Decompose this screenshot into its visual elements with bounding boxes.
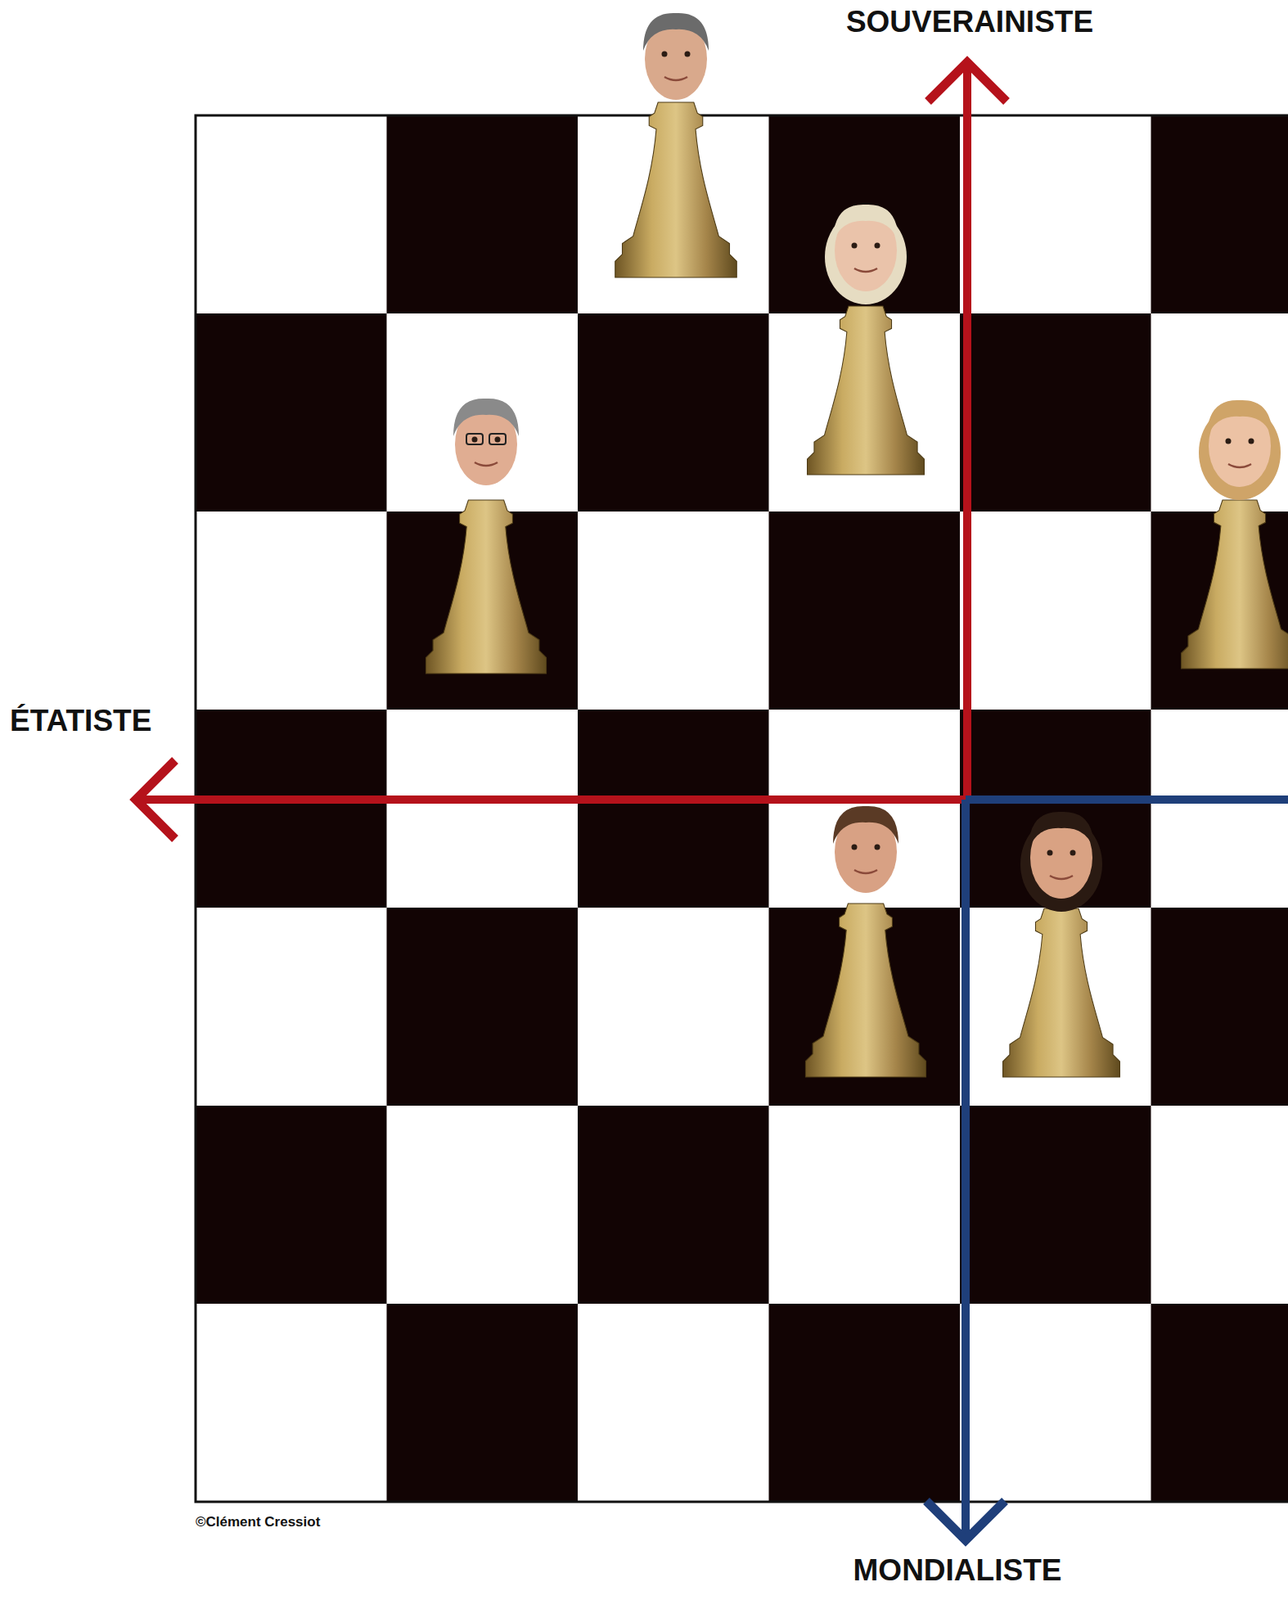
board-square xyxy=(387,1105,579,1305)
hair xyxy=(833,806,899,844)
board-square xyxy=(769,115,961,315)
board-square xyxy=(195,907,388,1107)
pawn-figure xyxy=(807,204,925,475)
board-border xyxy=(195,115,1288,1502)
board-square xyxy=(195,115,388,315)
eye xyxy=(662,51,668,58)
axis-label: ÉTATISTE xyxy=(9,705,152,736)
board-square xyxy=(959,313,1152,513)
copyright-note: ©Clément Cressiot xyxy=(195,1514,320,1529)
arrow-head xyxy=(927,62,1007,102)
board-square xyxy=(577,709,770,909)
mouth xyxy=(1049,875,1073,879)
board-square xyxy=(195,511,388,711)
board-square xyxy=(769,709,961,909)
eye xyxy=(1225,438,1232,445)
hair xyxy=(643,13,709,51)
board-square xyxy=(1151,1303,1288,1503)
pawn-body xyxy=(807,306,925,475)
pawn-body xyxy=(1181,499,1288,669)
eye xyxy=(495,436,501,443)
pawn-figure xyxy=(615,13,737,278)
axis-line xyxy=(963,65,972,800)
board-square xyxy=(1151,907,1288,1107)
mouth xyxy=(474,462,498,466)
pawns xyxy=(425,13,1288,1077)
eye xyxy=(1248,438,1255,445)
pawn-body xyxy=(615,102,737,278)
board-square xyxy=(769,1105,961,1305)
board-square xyxy=(577,1303,770,1503)
glasses xyxy=(466,433,483,445)
board-square xyxy=(195,1303,388,1503)
board-square xyxy=(387,907,579,1107)
axis-line xyxy=(961,799,970,1539)
pawn-body xyxy=(1003,908,1121,1077)
arrow-head xyxy=(135,760,176,839)
board-square xyxy=(959,511,1152,711)
board-square xyxy=(959,907,1152,1107)
eye xyxy=(874,243,881,249)
arrow-head xyxy=(926,1500,1005,1541)
board-square xyxy=(387,1303,579,1503)
axis-line xyxy=(135,795,972,804)
board-square xyxy=(959,115,1152,315)
board-square xyxy=(577,313,770,513)
mouth xyxy=(1228,463,1252,468)
board-square xyxy=(959,709,1152,909)
glasses xyxy=(489,433,506,445)
pawn-body xyxy=(425,499,546,674)
board-square xyxy=(959,1105,1152,1305)
eye xyxy=(1047,850,1054,856)
eye xyxy=(1070,850,1077,856)
axis-label: SOUVERAINISTE xyxy=(846,6,1094,37)
mouth xyxy=(854,268,878,272)
hair xyxy=(453,398,519,437)
board-square xyxy=(577,511,770,711)
board-square xyxy=(195,313,388,513)
board-square xyxy=(577,1105,770,1305)
board-square xyxy=(1151,709,1288,909)
board-square xyxy=(195,709,388,909)
board xyxy=(195,115,1288,1503)
eye xyxy=(684,51,691,58)
pawn-body xyxy=(805,903,926,1077)
pawn-figure xyxy=(805,806,926,1077)
board-square xyxy=(1151,313,1288,513)
board-square xyxy=(387,709,579,909)
board-square xyxy=(769,511,961,711)
mouth xyxy=(854,869,878,874)
hair xyxy=(1206,400,1273,438)
axes xyxy=(135,62,1288,1541)
hair xyxy=(1028,811,1095,850)
eye xyxy=(851,844,858,851)
board-square xyxy=(1151,1105,1288,1305)
board-square xyxy=(959,1303,1152,1503)
hair xyxy=(833,204,899,243)
board-square xyxy=(769,1303,961,1503)
pawn-figure xyxy=(425,398,546,674)
board-square xyxy=(577,907,770,1107)
axis-line xyxy=(965,795,1288,804)
board-square xyxy=(1151,115,1288,315)
axis-label: MONDIALISTE xyxy=(853,1554,1063,1586)
board-square xyxy=(387,313,579,513)
pawn-figure xyxy=(1181,400,1288,669)
pawn-figure xyxy=(1003,811,1121,1077)
eye xyxy=(472,436,478,443)
eye xyxy=(874,844,881,851)
mouth xyxy=(664,76,688,81)
board-square xyxy=(195,1105,388,1305)
eye xyxy=(851,243,858,249)
board-square xyxy=(387,115,579,315)
